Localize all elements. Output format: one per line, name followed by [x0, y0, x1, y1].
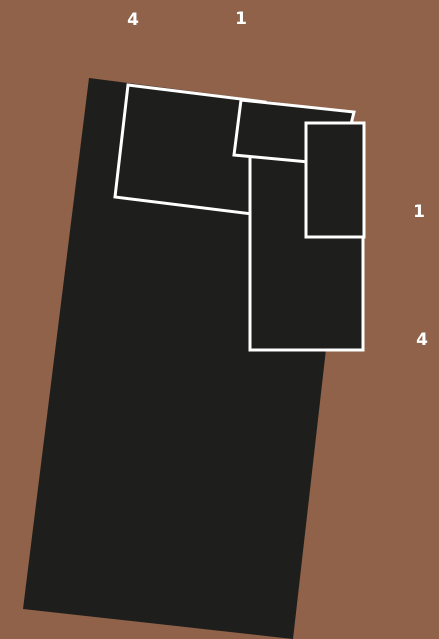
right-clue-upper: 1 [409, 202, 429, 222]
top-clue-left: 4 [123, 10, 143, 30]
top-clue-right: 1 [231, 9, 251, 29]
piece-narrow-rectangle[interactable] [306, 123, 364, 237]
right-clue-lower: 4 [412, 330, 432, 350]
